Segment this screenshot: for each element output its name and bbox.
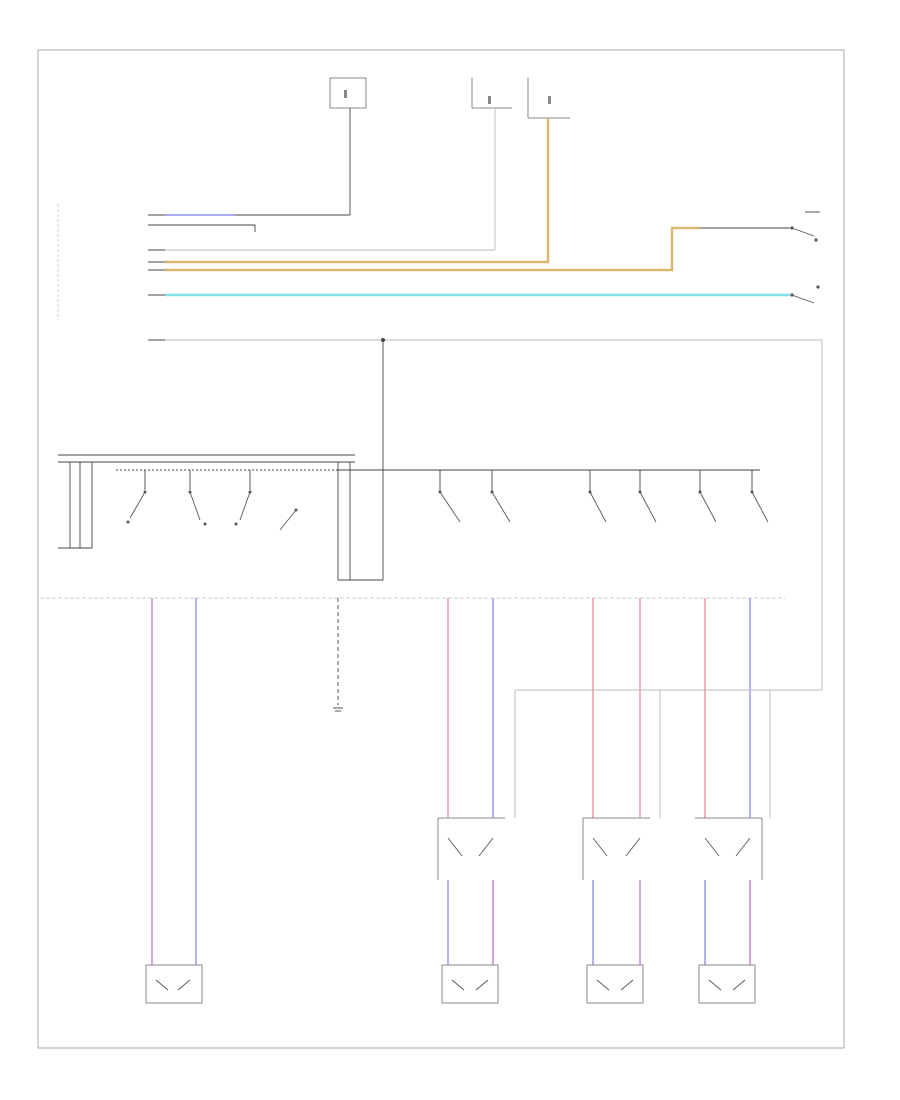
switch-group-c: [698, 470, 769, 523]
rear-switch-2: [582, 817, 650, 880]
motor-4: [698, 964, 756, 1004]
switch-contact-4: [279, 508, 298, 531]
switch-group-a: [438, 470, 511, 523]
front-switch-upper: [790, 211, 820, 242]
motor-1: [145, 964, 203, 1004]
control-module: [57, 204, 165, 341]
switch-group-b: [588, 470, 657, 523]
motor-2: [441, 964, 499, 1004]
rear-switch-3: [695, 817, 763, 880]
switch-panel: [40, 454, 785, 599]
rear-switch-1: [437, 817, 505, 880]
wire-yellow-lower: [165, 226, 700, 272]
switch-contact-2: [188, 490, 207, 526]
fuse-block-2: [471, 78, 512, 250]
fuse-block-1: [329, 77, 367, 215]
front-switch-lower: [790, 285, 820, 304]
switch-contact-1: [126, 490, 147, 524]
wire-yellow-upper: [165, 118, 550, 264]
motor-3: [586, 964, 644, 1004]
switch-contact-3: [234, 490, 252, 526]
fuse-block-3: [527, 78, 570, 119]
ground-wire: [333, 598, 343, 712]
diagram-frame: [37, 49, 845, 1049]
